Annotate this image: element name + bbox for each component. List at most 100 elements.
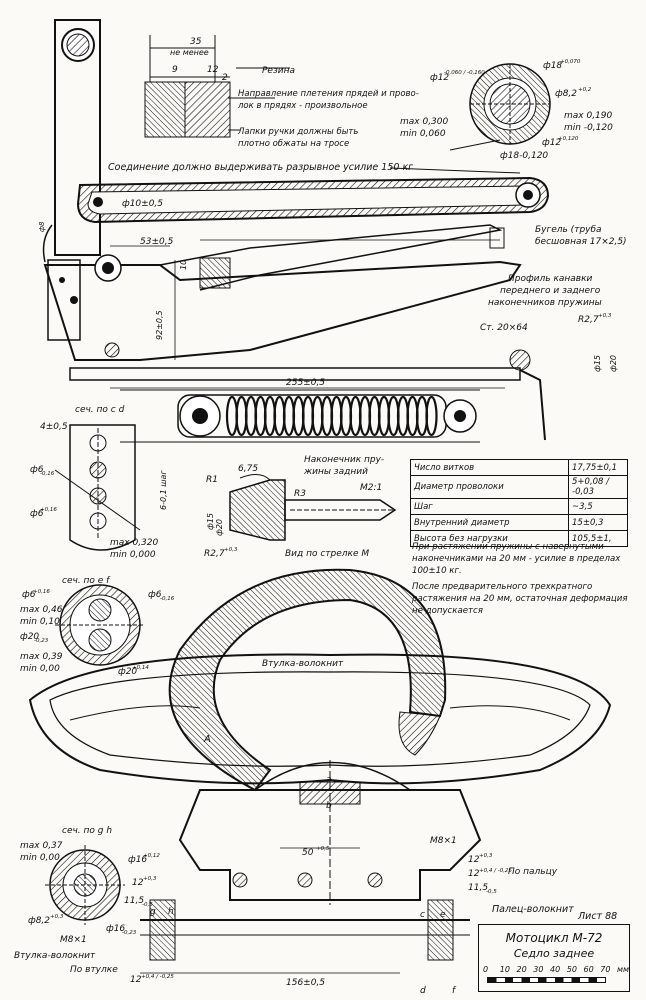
phi20-vert: ф20	[609, 355, 618, 372]
seat-assembly	[28, 568, 612, 961]
bugel-label-1: Бугель (труба	[535, 225, 602, 235]
dim-12-bottom-sup: +0,4 / -0,25	[141, 974, 174, 980]
scale-tick-label: 0	[483, 965, 489, 974]
profil-label-3: наконечников пружины	[488, 298, 602, 308]
nakonechnik-label-1: Наконечник пру-	[304, 455, 384, 465]
label-f: f	[452, 986, 457, 996]
lapki-label-1: Лапки ручки должны быть	[237, 127, 358, 137]
min-000: min 0,00	[20, 664, 60, 674]
dim-12-b: 12	[132, 878, 144, 888]
phi6-2: ф6	[30, 509, 44, 519]
dim-12-r1: 12	[468, 855, 480, 865]
max-037: max 0,37	[20, 841, 63, 851]
phi15-vert: ф15	[593, 355, 602, 372]
m8x1-label: M8×1	[430, 836, 457, 846]
scale-tick-label: 40	[550, 965, 561, 974]
dim-12-top: 12	[207, 65, 219, 75]
dim-156: 156±0,5	[286, 978, 325, 988]
phi20-4: ф20	[118, 667, 137, 677]
scale-ruler	[487, 977, 607, 983]
spec-param: Шаг	[410, 498, 569, 515]
dim-4: 4±0,5	[40, 422, 68, 432]
spring-end-detail	[229, 474, 397, 541]
scale-tick-label: 30	[533, 965, 544, 974]
dim-11-5-b: 11,5	[468, 883, 488, 893]
dim-12-b-sup: +0,3	[143, 876, 157, 882]
section-gh	[45, 845, 125, 925]
phi12-tol: ф12	[430, 73, 449, 83]
dim-10-vert: 10	[179, 260, 188, 270]
label-A: A	[203, 734, 211, 745]
dimension-lines	[110, 239, 505, 974]
profil-label-1: Профиль канавки	[508, 274, 593, 284]
phi8-2-b-sup: +0,3	[50, 914, 64, 920]
palec-label: Палец-волокнит	[492, 904, 574, 915]
spec-row: Шаг~3,5	[410, 498, 628, 515]
napravlenie-label-1: Направление плетения прядей и прово-	[238, 89, 419, 99]
r2-7-top-sup: +0,3	[598, 313, 612, 319]
phi6-3-sup: +0,16	[33, 589, 50, 595]
r1-label: R1	[206, 475, 218, 485]
dim-255: 255±0,5	[286, 378, 325, 388]
dim-53: 53±0,5	[140, 237, 174, 247]
phi8-side: ф8	[38, 221, 46, 232]
min-0000: min 0,000	[110, 550, 156, 560]
phi20-l: ф20	[215, 519, 224, 536]
phi6-4: ф6	[148, 590, 162, 600]
scale-tick-label: 50	[566, 965, 577, 974]
phi18-top: ф18	[543, 61, 562, 71]
dim-35: 35	[190, 37, 202, 47]
vtulka-label-1: Втулка-волокнит	[262, 659, 344, 669]
label-e: e	[440, 910, 446, 920]
r2-7-bot-sup: +0,3	[224, 547, 238, 553]
phi16-1: ф16	[128, 855, 147, 865]
phi16-2: ф16	[106, 924, 125, 934]
seat-bracket	[43, 224, 546, 441]
phi10-label: ф10±0,5	[122, 199, 163, 209]
spec-param: Внутренний диаметр	[410, 514, 569, 531]
label-h: h	[168, 907, 174, 917]
soedinenie-label: Соединение должно выдерживать разрывное …	[108, 162, 414, 173]
profil-label-2: переднего и заднего	[500, 286, 601, 296]
dim-12-bottom: 12	[130, 975, 142, 985]
st-20: Ст. 20×64	[480, 323, 528, 333]
sech-gh-label: сеч. по g h	[62, 826, 112, 836]
max-0320: max 0,320	[110, 538, 159, 548]
spec-param: Диаметр проволоки	[410, 475, 569, 499]
min-0120: min -0,120	[564, 123, 613, 133]
title-part: Седло заднее	[513, 947, 595, 960]
phi20-4-sup: +0,14	[132, 665, 149, 671]
phi12-plus: ф12	[542, 138, 561, 148]
label-a: a	[326, 775, 332, 785]
po-vtulke-label: По втулке	[70, 965, 118, 975]
phi15-l: ф15	[206, 513, 215, 530]
scale-tick-label: мм	[617, 965, 630, 974]
dim-50: 50	[302, 848, 314, 858]
sech-cd-label: сеч. по c d	[75, 405, 125, 415]
dim-12-r2: 12	[468, 869, 480, 879]
vtulka-label-2: Втулка-волокнит	[14, 951, 96, 961]
section-cd	[54, 424, 141, 551]
bugel-label-2: бесшовная 17×2,5)	[535, 237, 627, 247]
phi18-top-sup: +0,070	[560, 59, 581, 65]
dim-11-5-a: 11,5	[124, 896, 144, 906]
phi6-1-sup: -0,16	[40, 471, 55, 477]
min-0060: min 0,060	[400, 129, 446, 139]
label-c: c	[420, 910, 425, 920]
spring	[120, 389, 480, 443]
r2-7-bot: R2,7	[204, 549, 225, 559]
phi12-plus-sup: +0,120	[558, 136, 579, 142]
section-ef	[55, 584, 145, 666]
phi20-3-sup: -0,23	[34, 638, 49, 644]
spec-value: 5+0,08 / -0,03	[568, 475, 628, 499]
phi8-2-sup: +0,2	[578, 87, 592, 93]
scale-tick-label: 20	[516, 965, 527, 974]
max-046: max 0,46	[20, 605, 63, 615]
rezina-label: Резина	[262, 66, 295, 76]
min-000-b: min 0,00	[20, 853, 60, 863]
